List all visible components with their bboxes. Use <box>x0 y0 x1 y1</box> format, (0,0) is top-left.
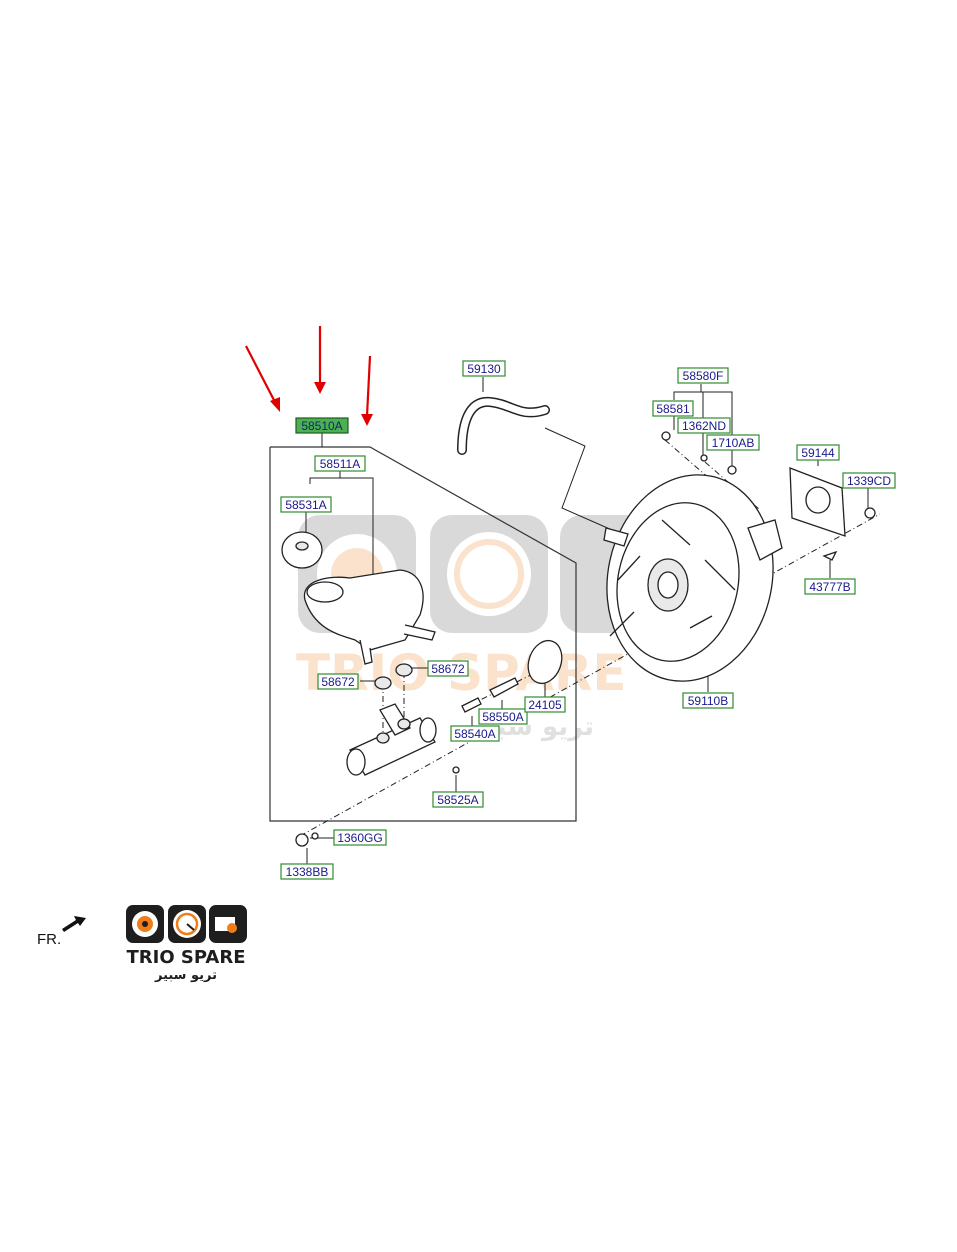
logo-engine-icon <box>209 905 247 943</box>
part-label-58581[interactable]: 58581 <box>652 400 694 417</box>
part-label-43777b[interactable]: 43777B <box>804 578 856 595</box>
part-label-58511a[interactable]: 58511A <box>314 455 366 472</box>
svg-text:58510A: 58510A <box>301 419 342 433</box>
svg-text:1362ND: 1362ND <box>682 419 726 433</box>
front-direction-marker: FR. <box>37 916 86 948</box>
part-label-1338bb[interactable]: 1338BB <box>280 863 334 880</box>
part-label-59110b[interactable]: 59110B <box>682 692 734 709</box>
part-label-58580f[interactable]: 58580F <box>677 367 729 384</box>
pushrod-and-valve <box>461 639 563 713</box>
svg-text:58531A: 58531A <box>285 498 326 512</box>
part-label-58540a[interactable]: 58540A <box>450 725 500 742</box>
part-label-59144[interactable]: 59144 <box>796 444 840 461</box>
part-label-24105[interactable]: 24105 <box>524 696 566 713</box>
part-label-58550a[interactable]: 58550A <box>478 708 528 725</box>
logo-arabic-text: تريو سبير <box>154 968 217 983</box>
grommets <box>374 663 413 690</box>
logo-brake-disc-icon <box>126 905 164 943</box>
svg-text:1338BB: 1338BB <box>286 865 329 879</box>
logo-text: TRIO SPARE <box>127 947 246 968</box>
svg-text:58581: 58581 <box>656 402 690 416</box>
reservoir-cap <box>281 531 323 569</box>
front-arrow-icon <box>62 916 86 932</box>
red-arrows <box>245 326 373 426</box>
svg-text:1710AB: 1710AB <box>712 436 755 450</box>
vacuum-hose <box>457 396 550 455</box>
svg-text:58550A: 58550A <box>482 710 523 724</box>
svg-text:58672: 58672 <box>431 662 465 676</box>
svg-text:58672: 58672 <box>321 675 355 689</box>
part-label-58672-right[interactable]: 58672 <box>427 660 469 677</box>
svg-text:24105: 24105 <box>528 698 562 712</box>
front-label: FR. <box>37 931 61 948</box>
svg-text:59110B: 59110B <box>688 694 728 708</box>
svg-text:58511A: 58511A <box>320 457 360 471</box>
svg-text:1339CD: 1339CD <box>847 474 891 488</box>
svg-text:58540A: 58540A <box>454 727 495 741</box>
part-label-1362nd[interactable]: 1362ND <box>677 417 731 434</box>
part-label-59130[interactable]: 59130 <box>462 360 506 377</box>
svg-text:59130: 59130 <box>467 362 501 376</box>
part-label-1339cd[interactable]: 1339CD <box>842 472 896 489</box>
svg-text:58580F: 58580F <box>683 369 724 383</box>
gasket <box>789 467 846 537</box>
svg-text:58525A: 58525A <box>437 793 478 807</box>
part-label-1360gg[interactable]: 1360GG <box>333 829 387 846</box>
brand-logo: TRIO SPARE تريو سبير <box>126 905 247 983</box>
brake-booster <box>603 474 783 682</box>
part-label-1710ab[interactable]: 1710AB <box>706 434 760 451</box>
assembly-frame <box>269 433 577 822</box>
svg-text:43777B: 43777B <box>809 580 850 594</box>
part-label-58510a[interactable]: 58510A <box>295 417 349 434</box>
part-label-58531a[interactable]: 58531A <box>280 496 332 513</box>
part-labels: 58510A 58511A 58531A 58672 58672 58550A … <box>280 360 896 880</box>
small-fasteners <box>295 431 876 847</box>
reservoir-tank <box>303 569 436 665</box>
svg-text:1360GG: 1360GG <box>337 831 382 845</box>
part-label-58525a[interactable]: 58525A <box>432 791 484 808</box>
part-label-58672-left[interactable]: 58672 <box>317 673 359 690</box>
master-cylinder-body <box>346 703 437 776</box>
logo-gauge-icon <box>168 905 206 943</box>
svg-text:59144: 59144 <box>801 446 835 460</box>
